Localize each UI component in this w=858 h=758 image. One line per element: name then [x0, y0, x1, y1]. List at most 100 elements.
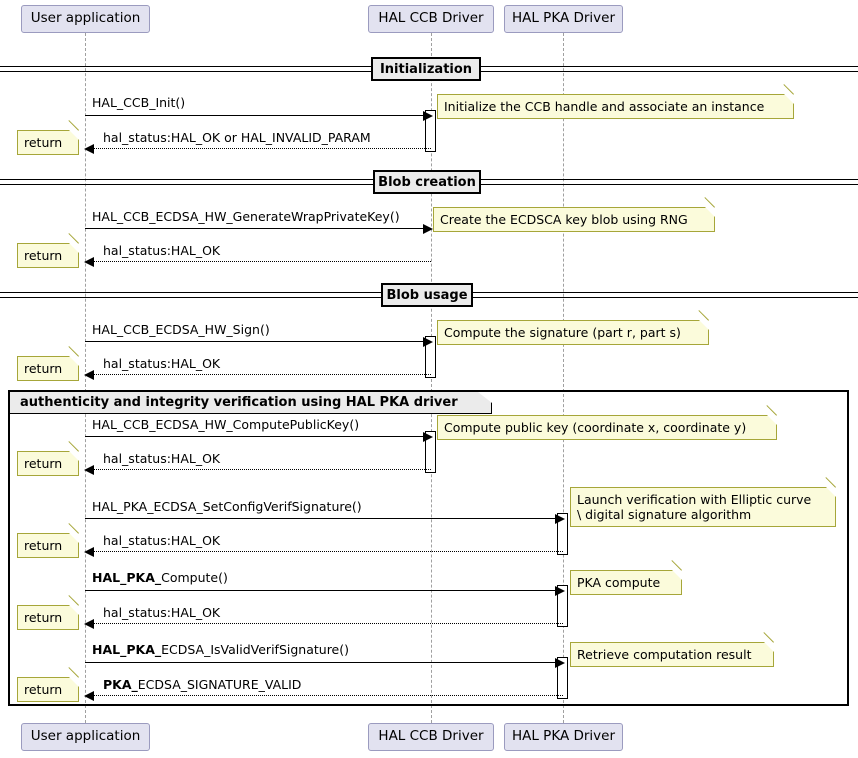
- msg-ccb-init-arrowhead: [423, 111, 433, 121]
- msg-set-config-return-label-text: hal_status:HAL_OK: [103, 533, 221, 548]
- msg-signature-valid-return-arrowhead: [84, 691, 94, 701]
- msg-pka-compute-return-line: [91, 623, 563, 624]
- msg-pka-set-config-verif-signature-label-text: HAL_PKA_ECDSA_SetConfigVerifSignature(): [92, 499, 362, 514]
- msg-set-config-return-label: hal_status:HAL_OK: [103, 533, 221, 548]
- msg-generate-wrap-private-key-line: [85, 228, 425, 229]
- participant-pka-bottom[interactable]: HAL PKA Driver: [504, 723, 623, 751]
- divider-initialization: Initialization: [371, 57, 481, 81]
- activation-pka-isvalid: [557, 657, 568, 699]
- msg-ccb-init-line: [85, 115, 425, 116]
- msg-ccb-init-label: HAL_CCB_Init(): [92, 95, 186, 110]
- msg-pka-set-config-verif-signature-arrowhead: [555, 514, 565, 524]
- activation-ccb-sign: [425, 336, 436, 378]
- note-compute-signature: Compute the signature (part r, part s): [437, 320, 709, 345]
- return-note-init: return: [17, 130, 80, 155]
- msg-set-config-return-arrowhead: [84, 547, 94, 557]
- note-initialize-ccb-handle: Initialize the CCB handle and associate …: [437, 94, 794, 119]
- msg-pka-compute-label-text: Compute(): [161, 570, 228, 585]
- return-note-isvalid: return: [17, 677, 80, 702]
- note-create-key-blob: Create the ECDSCA key blob using RNG: [433, 207, 715, 232]
- lifeline-pka: [563, 33, 564, 723]
- activation-ccb-init: [425, 110, 436, 152]
- msg-pka-compute-line: [85, 590, 557, 591]
- msg-compute-public-key-label-text: HAL_CCB_ECDSA_HW_ComputePublicKey(): [92, 417, 360, 432]
- divider-initialization-label: Initialization: [379, 61, 473, 77]
- msg-signature-valid-return-label-text: ECDSA_SIGNATURE_VALID: [137, 677, 302, 692]
- note-launch-verification: Launch verification with Elliptic curve …: [570, 487, 836, 527]
- msg-generate-wrap-return-arrowhead: [84, 257, 94, 267]
- participant-user-bottom[interactable]: User application: [21, 723, 150, 751]
- msg-sign-return-label-text: hal_status:HAL_OK: [103, 356, 221, 371]
- msg-compute-public-key-return-arrowhead: [84, 465, 94, 475]
- msg-ecdsa-hw-sign-label: HAL_CCB_ECDSA_HW_Sign(): [92, 322, 270, 337]
- msg-pka-compute-label: HAL_PKA_Compute(): [92, 570, 228, 585]
- msg-generate-wrap-private-key-label-text: HAL_CCB_ECDSA_HW_GenerateWrapPrivateKey(…: [92, 209, 400, 224]
- msg-ecdsa-hw-sign-label-text: HAL_CCB_ECDSA_HW_Sign(): [92, 322, 270, 337]
- return-note-computepublickey: return: [17, 451, 80, 476]
- msg-signature-valid-return-line: [91, 695, 563, 696]
- group-authenticity-frame: [8, 390, 849, 706]
- msg-signature-valid-return-label-prefix: PKA_: [103, 677, 138, 692]
- activation-pka-compute: [557, 585, 568, 627]
- msg-init-return-label: hal_status:HAL_OK or HAL_INVALID_PARAM: [103, 130, 371, 145]
- msg-set-config-return-line: [91, 551, 563, 552]
- msg-init-return-arrowhead: [84, 144, 94, 154]
- divider-blob-usage-label: Blob usage: [386, 287, 468, 303]
- note-compute-public-key: Compute public key (coordinate x, coordi…: [437, 415, 777, 440]
- msg-compute-public-key-label: HAL_CCB_ECDSA_HW_ComputePublicKey(): [92, 417, 360, 432]
- msg-pka-compute-return-label-text: hal_status:HAL_OK: [103, 605, 221, 620]
- participant-pka-label: HAL PKA Driver: [511, 10, 616, 27]
- msg-pka-is-valid-verif-signature-arrowhead: [555, 658, 565, 668]
- participant-pka-label: HAL PKA Driver: [511, 728, 616, 745]
- msg-generate-wrap-private-key-label: HAL_CCB_ECDSA_HW_GenerateWrapPrivateKey(…: [92, 209, 400, 224]
- msg-pka-is-valid-verif-signature-label: HAL_PKA_ECDSA_IsValidVerifSignature(): [92, 642, 350, 657]
- return-note-compute: return: [17, 605, 80, 630]
- msg-sign-return-label: hal_status:HAL_OK: [103, 356, 221, 371]
- return-note-generate: return: [17, 243, 80, 268]
- msg-compute-public-key-arrowhead: [423, 432, 433, 442]
- participant-ccb-label: HAL CCB Driver: [378, 10, 484, 27]
- msg-pka-set-config-verif-signature-label: HAL_PKA_ECDSA_SetConfigVerifSignature(): [92, 499, 362, 514]
- msg-pka-set-config-verif-signature-line: [85, 518, 557, 519]
- msg-ecdsa-hw-sign-arrowhead: [423, 337, 433, 347]
- msg-compute-public-key-return-line: [91, 469, 431, 470]
- participant-ccb-bottom[interactable]: HAL CCB Driver: [368, 723, 494, 751]
- participant-pka-top[interactable]: HAL PKA Driver: [504, 5, 623, 33]
- msg-pka-compute-label-prefix: HAL_PKA_: [92, 570, 162, 585]
- msg-init-return-label-text: hal_status:HAL_OK or HAL_INVALID_PARAM: [103, 130, 371, 145]
- msg-pka-is-valid-verif-signature-line: [85, 662, 557, 663]
- group-authenticity-header: authenticity and integrity verification …: [10, 392, 492, 414]
- msg-generate-wrap-return-line: [91, 261, 431, 262]
- activation-pka-setconfig: [557, 513, 568, 555]
- msg-generate-wrap-return-label-text: hal_status:HAL_OK: [103, 243, 221, 258]
- divider-blob-creation-label: Blob creation: [378, 174, 476, 190]
- participant-ccb-top[interactable]: HAL CCB Driver: [368, 5, 494, 33]
- participant-user-label: User application: [30, 728, 141, 745]
- participant-user-label: User application: [30, 10, 141, 27]
- note-pka-compute: PKA compute: [570, 570, 682, 595]
- msg-pka-compute-arrowhead: [555, 586, 565, 596]
- msg-signature-valid-return-label: PKA_ECDSA_SIGNATURE_VALID: [103, 677, 302, 692]
- msg-sign-return-line: [91, 374, 431, 375]
- participant-user-top[interactable]: User application: [21, 5, 150, 33]
- group-authenticity-label: authenticity and integrity verification …: [20, 395, 458, 410]
- activation-ccb-computepublickey: [425, 431, 436, 473]
- msg-generate-wrap-private-key-arrowhead: [423, 224, 433, 234]
- msg-compute-public-key-return-label: hal_status:HAL_OK: [103, 451, 221, 466]
- msg-generate-wrap-return-label: hal_status:HAL_OK: [103, 243, 221, 258]
- msg-compute-public-key-line: [85, 436, 425, 437]
- msg-pka-compute-return-arrowhead: [84, 619, 94, 629]
- msg-init-return-line: [91, 148, 431, 149]
- divider-blob-creation: Blob creation: [373, 170, 481, 194]
- msg-ecdsa-hw-sign-line: [85, 341, 425, 342]
- participant-ccb-label: HAL CCB Driver: [378, 728, 484, 745]
- msg-pka-is-valid-verif-signature-label-prefix: HAL_PKA_: [92, 642, 162, 657]
- note-retrieve-result: Retrieve computation result: [570, 642, 774, 667]
- msg-ccb-init-label-text: HAL_CCB_Init(): [92, 95, 186, 110]
- lifeline-ccb: [431, 33, 432, 723]
- msg-pka-is-valid-verif-signature-label-text: ECDSA_IsValidVerifSignature(): [161, 642, 350, 657]
- return-note-setconfig: return: [17, 533, 80, 558]
- divider-blob-usage: Blob usage: [381, 283, 473, 307]
- msg-sign-return-arrowhead: [84, 370, 94, 380]
- msg-compute-public-key-return-label-text: hal_status:HAL_OK: [103, 451, 221, 466]
